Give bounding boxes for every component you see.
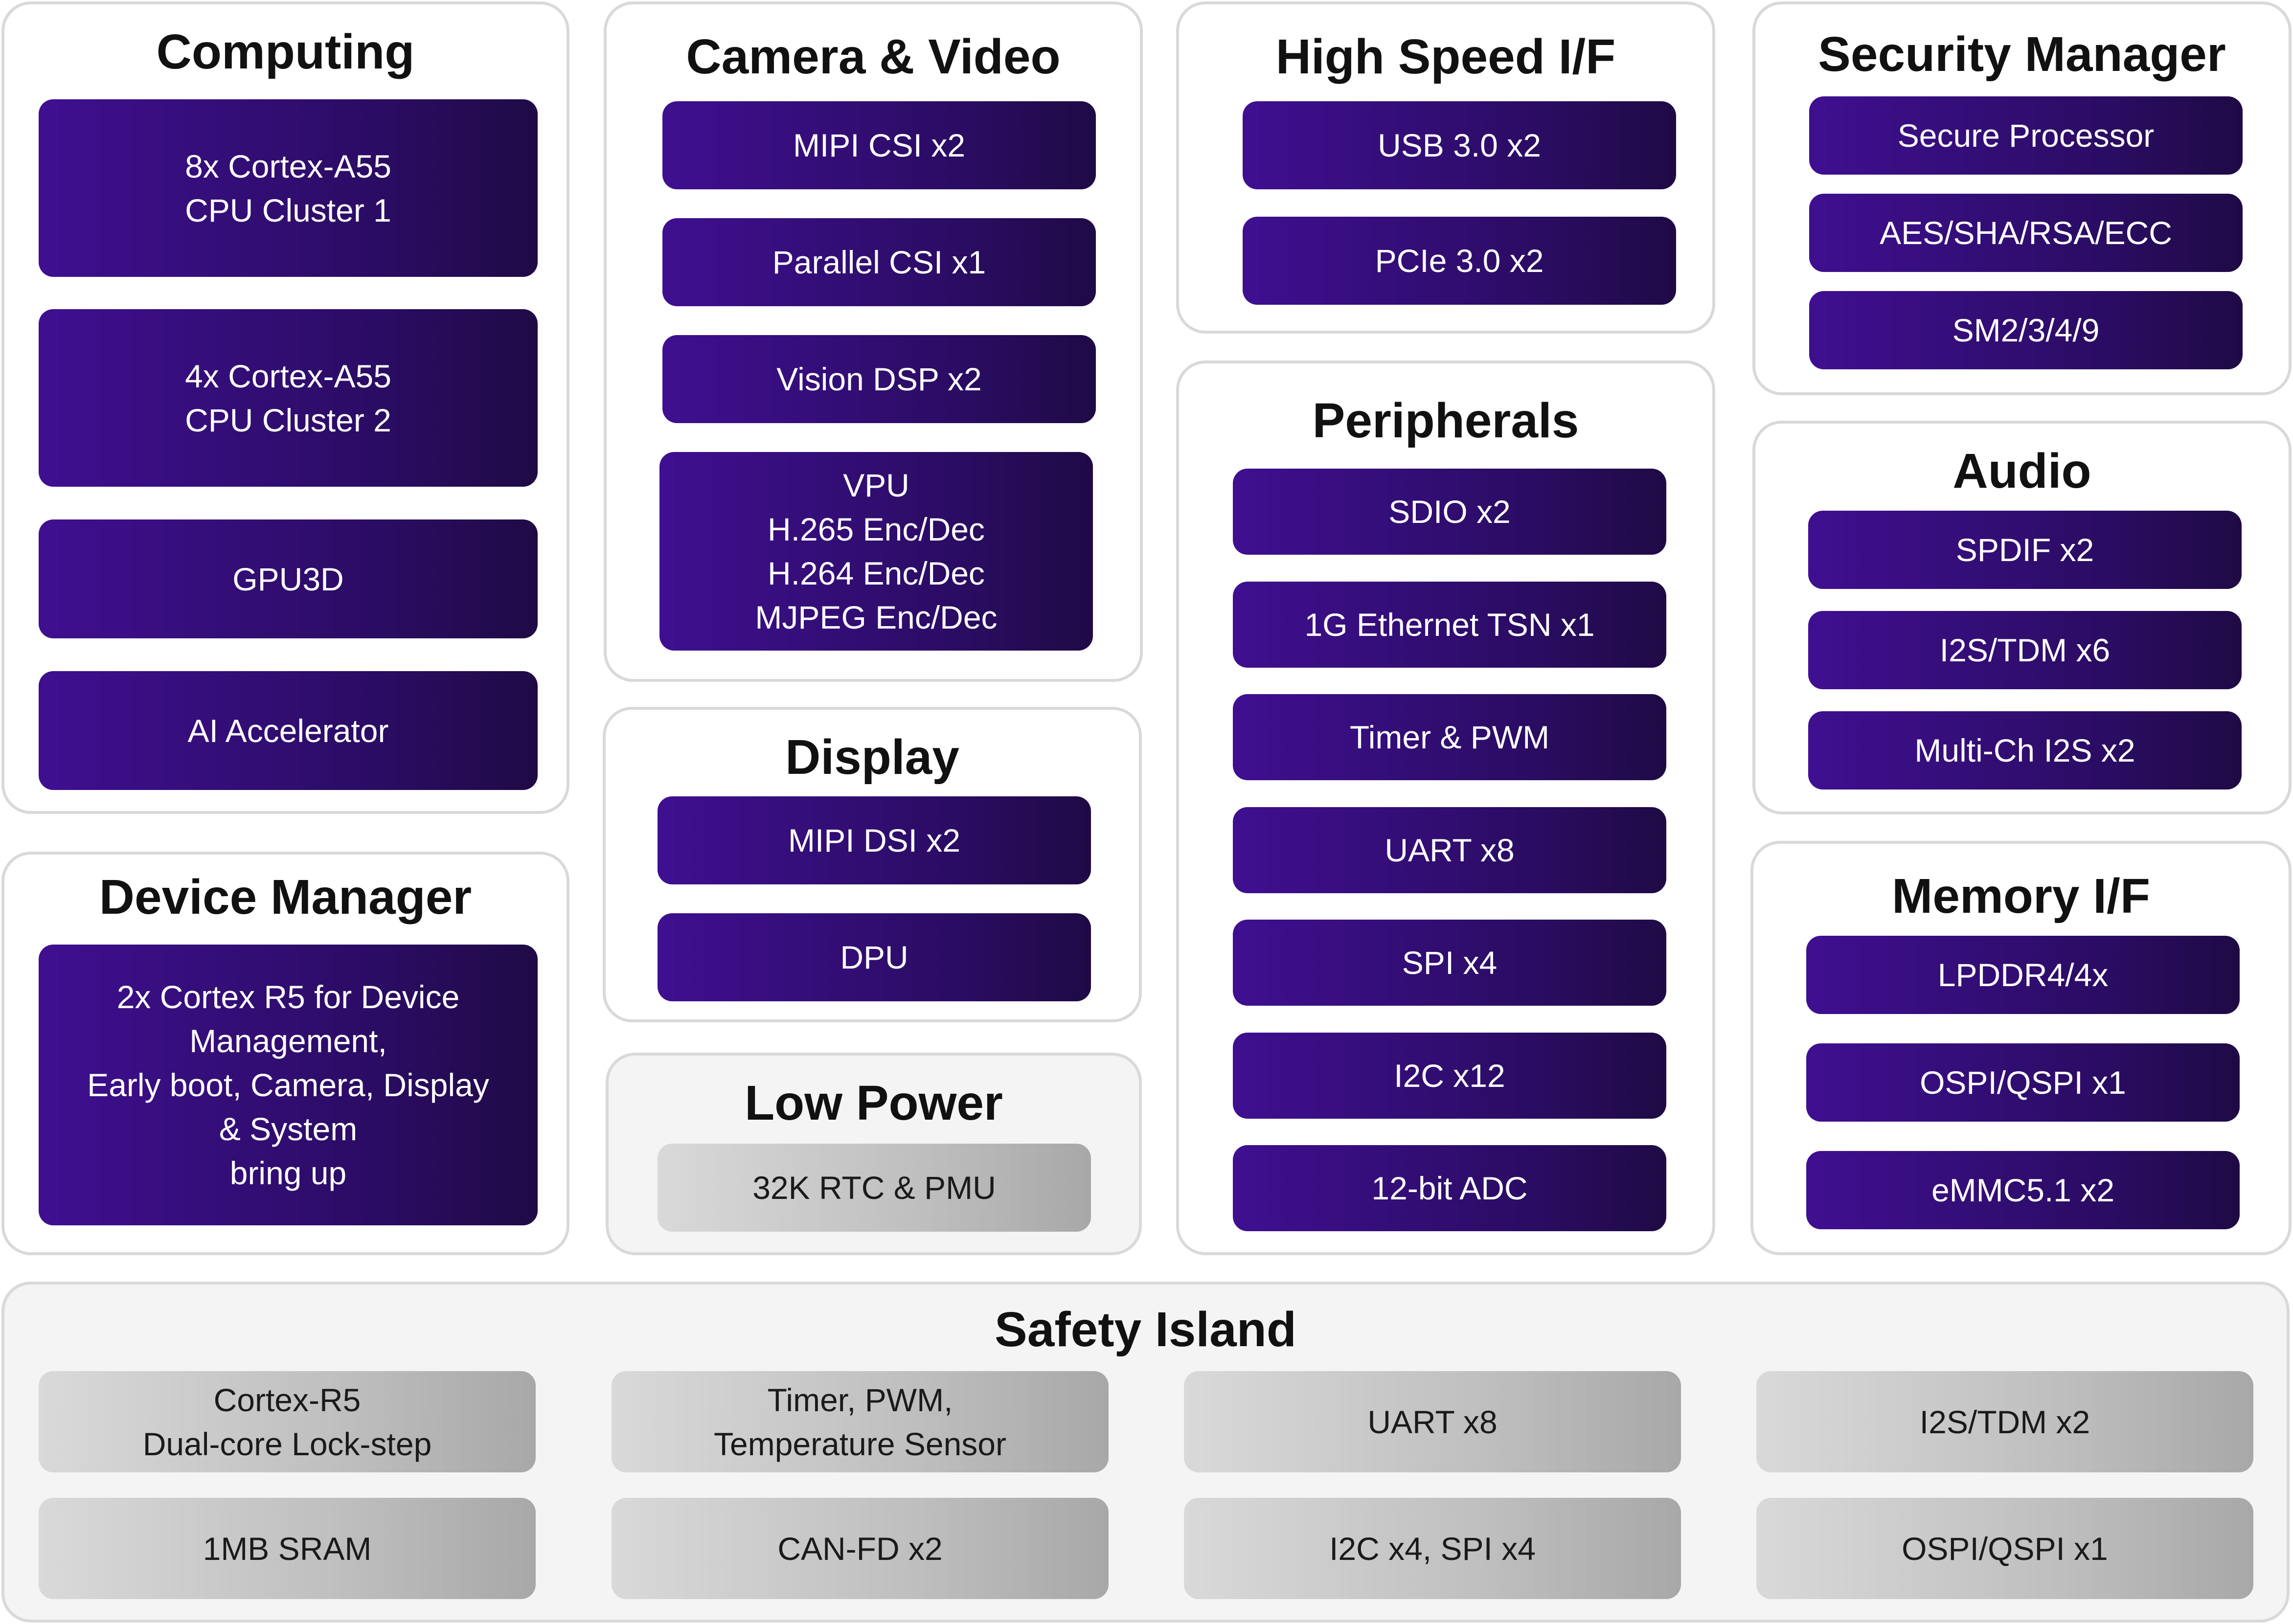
block-vpu: VPU H.265 Enc/Dec H.264 Enc/Dec MJPEG En… xyxy=(659,452,1093,651)
block-vision-dsp: Vision DSP x2 xyxy=(662,335,1096,423)
block-parallel-csi: Parallel CSI x1 xyxy=(662,218,1096,306)
block-cortex-r5-lockstep: Cortex-R5 Dual-core Lock-step xyxy=(39,1371,536,1472)
group-peripherals: Peripherals SDIO x2 1G Ethernet TSN x1 T… xyxy=(1176,361,1715,1255)
group-title: Audio xyxy=(1952,444,2091,498)
block-i2c: I2C x12 xyxy=(1233,1033,1666,1119)
group-title: Peripherals xyxy=(1312,393,1579,448)
group-high-speed-if: High Speed I/F USB 3.0 x2 PCIe 3.0 x2 xyxy=(1176,1,1715,334)
block-sram: 1MB SRAM xyxy=(39,1498,536,1599)
group-device-manager: Device Manager 2x Cortex R5 for Device M… xyxy=(1,852,569,1255)
block-safety-i2s-tdm: I2S/TDM x2 xyxy=(1756,1371,2253,1472)
group-security-manager: Security Manager Secure Processor AES/SH… xyxy=(1752,1,2292,395)
group-title: Computing xyxy=(156,24,415,79)
group-title: Display xyxy=(785,730,959,785)
block-multich-i2s: Multi-Ch I2S x2 xyxy=(1808,711,2242,789)
block-i2s-tdm: I2S/TDM x6 xyxy=(1808,611,2242,689)
group-title: High Speed I/F xyxy=(1275,29,1616,84)
block-mipi-dsi: MIPI DSI x2 xyxy=(658,796,1091,884)
block-can-fd: CAN-FD x2 xyxy=(612,1498,1109,1599)
block-cpu-cluster-1: 8x Cortex-A55 CPU Cluster 1 xyxy=(39,99,538,277)
block-gpu3d: GPU3D xyxy=(39,519,538,638)
group-title: Device Manager xyxy=(99,870,472,925)
block-safety-uart: UART x8 xyxy=(1184,1371,1681,1472)
block-ethernet: 1G Ethernet TSN x1 xyxy=(1233,582,1666,668)
block-adc: 12-bit ADC xyxy=(1233,1145,1666,1231)
block-ospi-qspi: OSPI/QSPI x1 xyxy=(1806,1043,2240,1122)
block-emmc: eMMC5.1 x2 xyxy=(1806,1151,2240,1229)
group-computing: Computing 8x Cortex-A55 CPU Cluster 1 4x… xyxy=(1,1,569,814)
block-mipi-csi: MIPI CSI x2 xyxy=(662,101,1096,189)
group-audio: Audio SPDIF x2 I2S/TDM x6 Multi-Ch I2S x… xyxy=(1752,421,2292,814)
block-timer-pwm: Timer & PWM xyxy=(1233,694,1666,780)
group-memory-if: Memory I/F LPDDR4/4x OSPI/QSPI x1 eMMC5.… xyxy=(1750,841,2292,1255)
group-title: Camera & Video xyxy=(686,29,1061,84)
block-secure-processor: Secure Processor xyxy=(1809,96,2243,175)
block-device-manager: 2x Cortex R5 for Device Management, Earl… xyxy=(39,945,538,1225)
group-title: Memory I/F xyxy=(1892,869,2150,924)
block-lpddr: LPDDR4/4x xyxy=(1806,936,2240,1014)
block-safety-ospi-qspi: OSPI/QSPI x1 xyxy=(1756,1498,2253,1599)
group-safety-island: Safety Island Cortex-R5 Dual-core Lock-s… xyxy=(1,1282,2290,1623)
block-safety-i2c-spi: I2C x4, SPI x4 xyxy=(1184,1498,1681,1599)
block-usb: USB 3.0 x2 xyxy=(1243,101,1676,189)
group-title: Safety Island xyxy=(995,1302,1296,1357)
group-camera-video: Camera & Video MIPI CSI x2 Parallel CSI … xyxy=(604,1,1143,682)
block-spdif: SPDIF x2 xyxy=(1808,511,2242,589)
block-sm-algorithms: SM2/3/4/9 xyxy=(1809,291,2243,369)
block-rtc-pmu: 32K RTC & PMU xyxy=(658,1144,1091,1232)
block-cpu-cluster-2: 4x Cortex-A55 CPU Cluster 2 xyxy=(39,309,538,487)
block-spi: SPI x4 xyxy=(1233,920,1666,1006)
group-display: Display MIPI DSI x2 DPU xyxy=(603,707,1142,1022)
block-pcie: PCIe 3.0 x2 xyxy=(1243,217,1676,305)
group-title: Low Power xyxy=(745,1076,1003,1130)
block-crypto: AES/SHA/RSA/ECC xyxy=(1809,194,2243,272)
block-sdio: SDIO x2 xyxy=(1233,469,1666,555)
block-timer-pwm-temp: Timer, PWM, Temperature Sensor xyxy=(612,1371,1109,1472)
block-ai-accelerator: AI Accelerator xyxy=(39,671,538,790)
block-uart: UART x8 xyxy=(1233,807,1666,893)
group-title: Security Manager xyxy=(1818,27,2226,82)
group-low-power: Low Power 32K RTC & PMU xyxy=(606,1053,1142,1255)
block-dpu: DPU xyxy=(658,913,1091,1001)
